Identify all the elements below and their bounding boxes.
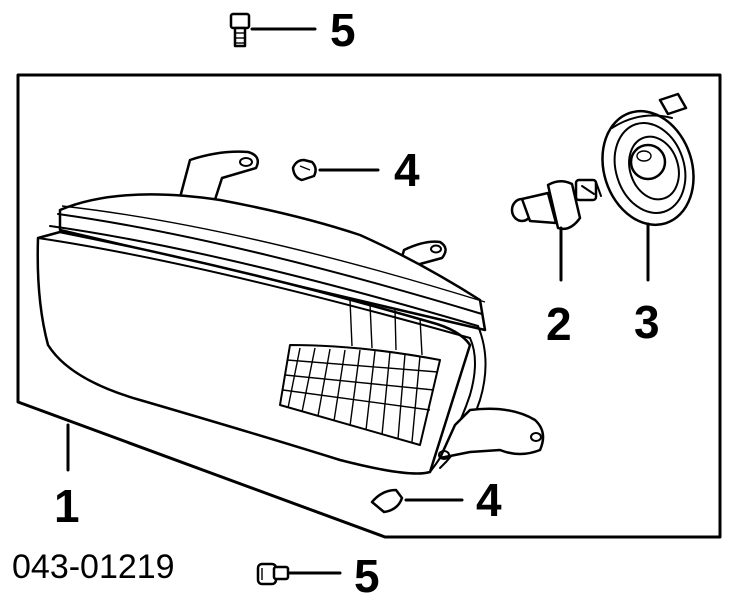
bolt-bottom-icon [256,562,290,586]
callout-bolt-top: 5 [330,4,356,56]
headlight-housing [36,150,545,475]
diagram-part-number: 043-01219 [12,548,175,586]
callout-bulb: 2 [546,298,572,350]
bulb-icon [510,178,602,231]
callout-clip-bottom: 4 [476,474,502,526]
callout-bolt-bottom: 5 [354,550,380,600]
assembly-boundary [16,73,722,539]
socket-ring-icon [601,92,695,227]
callout-housing: 1 [54,480,80,532]
clip-top-icon [291,158,317,182]
bolt-top-icon [229,12,251,48]
callout-clip-top: 4 [394,144,420,196]
callout-socket: 3 [634,296,660,348]
clip-bottom-icon [370,488,404,514]
